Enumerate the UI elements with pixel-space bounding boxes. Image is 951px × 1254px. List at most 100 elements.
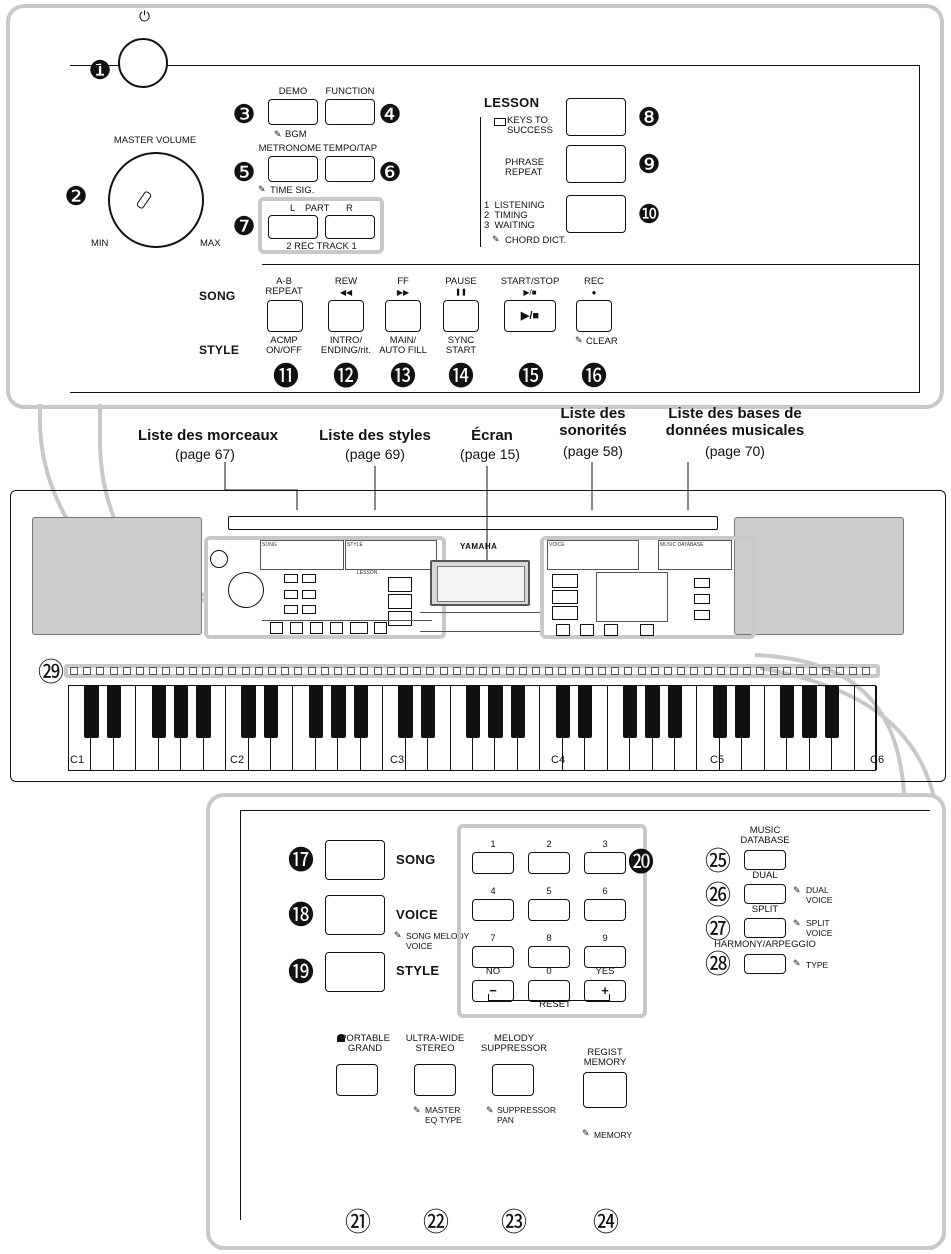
intro-rew-button[interactable] [328,300,364,332]
key-label-icon [109,667,118,675]
badge-6: ❻ [378,157,402,187]
song-label: SONG [396,852,436,867]
screen-page: (page 15) [460,446,520,462]
key-label-icon [650,667,659,675]
voice-list-title: Liste des sonorités [559,405,627,439]
main-ff-button[interactable] [385,300,421,332]
demo-label: DEMO [278,86,308,97]
ultra-wide-stereo-button[interactable] [414,1064,456,1096]
key-label-icon [360,667,369,675]
regist-memory-button[interactable] [583,1072,627,1108]
key-label-icon [743,667,752,675]
octave-c3: C3 [390,754,405,766]
mini-volume-knob [228,572,264,608]
yes-button[interactable]: + [584,980,626,1002]
keys-to-success-label: KEYS TO SUCCESS [507,115,553,136]
part-r-button[interactable] [325,215,375,239]
key-label-icon [188,667,197,675]
listening-timing-waiting-button[interactable] [566,195,626,233]
demo-button[interactable] [268,99,318,125]
song-list-page: (page 67) [175,446,235,462]
phrase-repeat-button[interactable] [566,145,626,183]
start-stop-button[interactable]: ▶/■ [504,300,556,332]
master-volume-knob[interactable] [108,152,204,248]
rec-track-label: 2 REC TRACK 1 [286,241,357,252]
num-9-button[interactable] [584,946,626,968]
key-label-icon [532,667,540,675]
power-button[interactable] [118,38,168,88]
black-key [555,686,570,738]
mini-transport-4 [330,622,343,634]
mini-lesson: LESSON [357,570,378,576]
num-7-button[interactable] [472,946,514,968]
key-label-icon [822,667,831,675]
pen-icon: ✎ [486,1105,494,1115]
num-8-button[interactable] [528,946,570,968]
phrase-repeat-label: PHRASE REPEAT [505,157,545,178]
function-button[interactable] [325,99,375,125]
music-database-button[interactable] [744,850,786,870]
mini-numpad [596,572,668,622]
key-label-icon [518,667,527,675]
num-2-label: 2 [546,839,552,850]
part-l-button[interactable] [268,215,318,239]
portable-grand-button[interactable] [336,1064,378,1096]
black-key [196,686,211,738]
mini-btn-f [302,605,316,614]
harmony-arpeggio-button[interactable] [744,954,786,974]
split-button[interactable] [744,918,786,938]
num-1-button[interactable] [472,852,514,874]
melody-suppressor-button[interactable] [492,1064,534,1096]
no-button[interactable]: − [472,980,514,1002]
split-voice-label: SPLIT VOICE [806,918,833,938]
mini-transport-2 [290,622,303,634]
tempo-tap-button[interactable] [325,156,375,182]
key-label-icon [703,667,712,675]
white-key [518,686,541,770]
key-label-icon [452,667,461,675]
screen-title: Écran [471,427,513,444]
bottom-zoom-connector-inner [754,653,907,821]
mini-btn-d [302,590,316,599]
key-label-icon [268,667,276,675]
style-button[interactable] [325,952,385,992]
key-label-icon [122,667,131,675]
style-list-title: Liste des styles [319,427,431,444]
black-key [308,686,324,738]
voice-button[interactable] [325,895,385,935]
num-2-button[interactable] [528,852,570,874]
part-label: PART [305,203,330,214]
key-label-icon [782,667,791,675]
black-key [645,686,660,738]
voice-list-page: (page 58) [563,443,623,459]
key-label-icon [730,667,738,675]
time-sig-label: TIME SIG. [270,185,315,196]
num-6-button[interactable] [584,899,626,921]
white-key [361,686,384,770]
white-key [585,686,608,770]
key-label-icon [848,667,857,675]
metronome-button[interactable] [268,156,318,182]
octave-c4: C4 [551,754,566,766]
music-db-list-page: (page 70) [705,443,765,459]
num-4-button[interactable] [472,899,514,921]
badge-19: ⓳ [288,957,315,987]
yamaha-logo: YAMAHA [460,542,498,551]
grand-piano-icon [337,1034,345,1042]
key-label-icon [756,667,765,675]
num-5-button[interactable] [528,899,570,921]
key-label-icon [584,667,593,675]
lcd-inner [437,566,525,602]
keys-to-success-button[interactable] [566,98,626,136]
tempo-tap-label: TEMPO/TAP [322,143,378,154]
song-button[interactable] [325,840,385,880]
dual-button[interactable] [744,884,786,904]
rec-button[interactable] [576,300,612,332]
zero-button[interactable] [528,980,570,1002]
sync-pause-button[interactable] [443,300,479,332]
badge-10: ❿ [637,199,661,229]
key-label-icon [466,667,474,675]
num-3-button[interactable] [584,852,626,874]
mini-harmony-btn [694,610,710,620]
acmp-ab-repeat-button[interactable] [267,300,303,332]
